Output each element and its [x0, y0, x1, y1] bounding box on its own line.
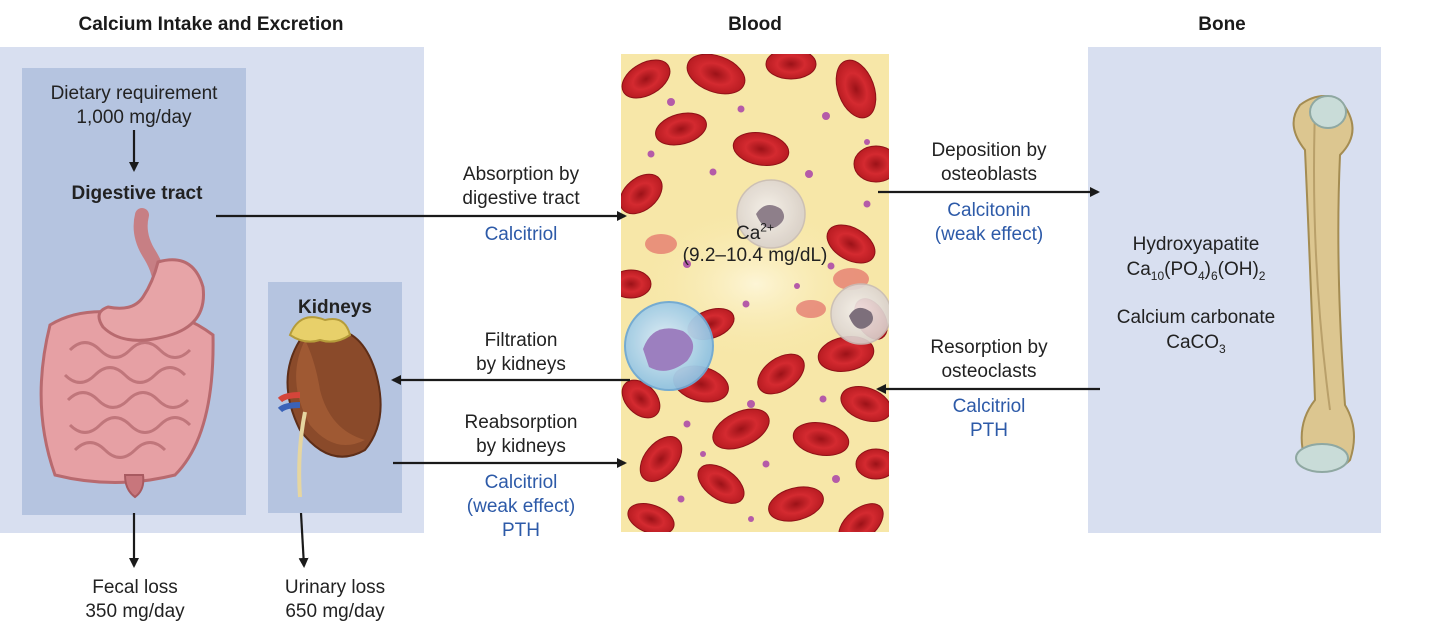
formula-sub: 4 — [1197, 268, 1205, 283]
deposition-hormone-2: (weak effect) — [934, 224, 1044, 245]
reabsorption-hormone-3: PTH — [502, 520, 540, 541]
digestive-tract-label: Digestive tract — [71, 183, 203, 204]
blood-ca-label: Ca2+ — [680, 222, 830, 246]
absorption-label-2: digestive tract — [462, 188, 580, 209]
blood-cells-illustration — [621, 54, 889, 532]
hydroxyapatite-formula: Ca10(PO4)6(OH)2 — [1098, 258, 1294, 282]
formula-sub: 2 — [1258, 268, 1266, 283]
header-bone: Bone — [1198, 14, 1246, 35]
formula-part: ) — [1204, 259, 1211, 280]
deposition-label-1: Deposition by — [931, 140, 1047, 161]
urinary-loss-amount: 650 mg/day — [285, 601, 385, 622]
blood-ca-range: (9.2–10.4 mg/dL) — [682, 245, 828, 266]
formula-part: CaCO — [1166, 332, 1220, 353]
reabsorption-label-1: Reabsorption — [464, 412, 578, 433]
calcium-carbonate-label: Calcium carbonate — [1116, 307, 1276, 328]
formula-sub: 3 — [1219, 341, 1226, 356]
digestive-panel — [22, 68, 246, 515]
dietary-requirement-label: Dietary requirement — [50, 83, 218, 104]
fecal-loss-label: Fecal loss — [92, 577, 178, 598]
formula-part: (PO — [1164, 259, 1198, 280]
formula-part: (OH) — [1217, 259, 1259, 280]
formula-sub: 10 — [1150, 268, 1165, 283]
filtration-label-1: Filtration — [484, 330, 558, 351]
urinary-loss-label: Urinary loss — [284, 577, 386, 598]
deposition-hormone-1: Calcitonin — [947, 200, 1031, 221]
resorption-hormone-1: Calcitriol — [952, 396, 1026, 417]
reabsorption-hormone-2: (weak effect) — [466, 496, 576, 517]
absorption-hormone: Calcitriol — [484, 224, 558, 245]
formula-part: Ca — [1126, 259, 1151, 280]
hydroxyapatite-label: Hydroxyapatite — [1132, 234, 1260, 255]
calcium-carbonate-formula: CaCO3 — [1098, 331, 1294, 355]
blood-ca-charge: 2+ — [760, 220, 774, 235]
blood-ca-ion: Ca — [736, 223, 761, 244]
dietary-requirement-amount: 1,000 mg/day — [76, 107, 192, 128]
resorption-hormone-2: PTH — [970, 420, 1008, 441]
resorption-label-2: osteoclasts — [941, 361, 1037, 382]
bone-panel — [1088, 47, 1381, 533]
resorption-label-1: Resorption by — [930, 337, 1048, 358]
blood-panel — [621, 54, 889, 532]
kidneys-label: Kidneys — [298, 297, 372, 318]
formula-sub: 6 — [1210, 268, 1218, 283]
fecal-loss-amount: 350 mg/day — [85, 601, 185, 622]
filtration-label-2: by kidneys — [476, 354, 566, 375]
header-intake: Calcium Intake and Excretion — [78, 14, 344, 35]
reabsorption-label-2: by kidneys — [476, 436, 566, 457]
deposition-label-2: osteoblasts — [940, 164, 1038, 185]
reabsorption-hormone-1: Calcitriol — [484, 472, 558, 493]
absorption-label-1: Absorption by — [462, 164, 580, 185]
header-blood: Blood — [728, 14, 782, 35]
